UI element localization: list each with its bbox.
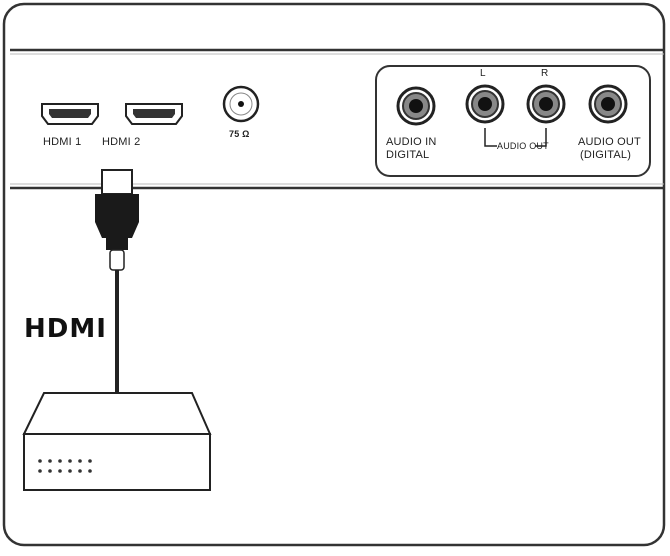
outer-frame — [2, 2, 666, 547]
hdmi1-port-icon[interactable] — [41, 103, 99, 125]
audio-in-digital-label-line2: DIGITAL — [386, 149, 430, 161]
audio-out-left-label: L — [480, 68, 486, 79]
audio-out-digital-label-line1: AUDIO OUT — [578, 136, 641, 148]
audio-out-bracket — [484, 128, 547, 147]
hdmi2-port-icon[interactable] — [125, 103, 183, 125]
antenna-label: 75 Ω — [229, 129, 250, 139]
tv-back-panel — [10, 48, 664, 190]
device-vent-dots-icon — [38, 459, 92, 473]
external-device-icon — [22, 392, 212, 491]
hdmi1-label: HDMI 1 — [43, 136, 82, 148]
audio-in-digital-label-line1: AUDIO IN — [386, 136, 437, 148]
antenna-port-icon[interactable] — [222, 85, 260, 123]
audio-out-left-jack-icon[interactable] — [465, 84, 505, 124]
audio-out-digital-jack-icon[interactable] — [588, 84, 628, 124]
audio-out-right-label: R — [541, 68, 549, 79]
audio-out-digital-label-line2: (DIGITAL) — [580, 149, 632, 161]
audio-in-digital-jack-icon[interactable] — [396, 86, 436, 126]
audio-port-group — [375, 65, 651, 177]
audio-out-right-jack-icon[interactable] — [526, 84, 566, 124]
audio-out-label: AUDIO OUT — [497, 141, 549, 151]
hdmi2-label: HDMI 2 — [102, 136, 141, 148]
hdmi-cable-label: HDMI — [24, 314, 107, 344]
hdmi-cable-plug-icon — [95, 169, 139, 271]
